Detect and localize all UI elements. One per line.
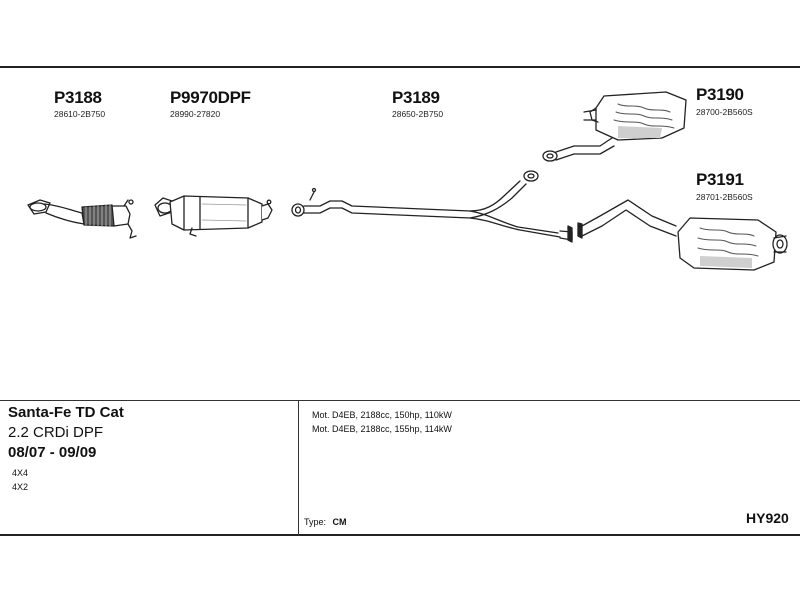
type-label: Type: (304, 517, 327, 527)
info-divider-horizontal (0, 400, 800, 401)
engine-spec-2: Mot. D4EB, 2188cc, 155hp, 114kW (312, 424, 452, 434)
part-ref-p3188: 28610-2B750 (54, 109, 106, 119)
vehicle-years: 08/07 - 09/09 (8, 444, 97, 461)
part-code-p3188: P3188 (54, 88, 102, 107)
part-ref-p3189: 28650-2B750 (392, 109, 444, 119)
diagram-code: HY920 (746, 510, 789, 526)
rear-muffler-p3191 (567, 199, 788, 271)
part-code-p9970dpf: P9970DPF (170, 88, 251, 107)
rear-muffler-p3190 (542, 91, 687, 162)
engine-spec-1: Mot. D4EB, 2188cc, 150hp, 110kW (312, 410, 452, 420)
diagram-frame (0, 66, 800, 536)
type-field: Type: CM (304, 517, 347, 527)
dpf-p9970dpf (154, 195, 273, 237)
part-ref-p3191: 28701-2B560S (696, 192, 753, 202)
intermediate-pipe-p3189 (291, 170, 573, 241)
part-ref-p9970dpf: 28990-27820 (170, 109, 221, 119)
drive-type-4x2: 4X2 (12, 482, 29, 492)
part-code-p3190: P3190 (696, 85, 744, 104)
type-value: CM (332, 517, 347, 527)
info-divider-vertical (298, 400, 299, 536)
exhaust-system-diagram (27, 91, 788, 271)
front-pipe-p3188 (27, 199, 137, 239)
vehicle-engine: 2.2 CRDi DPF (8, 424, 104, 441)
vehicle-model: Santa-Fe TD Cat (8, 404, 124, 421)
part-code-p3189: P3189 (392, 88, 440, 107)
drive-type-4x4: 4X4 (12, 468, 29, 478)
part-ref-p3190: 28700-2B560S (696, 107, 753, 117)
part-code-p3191: P3191 (696, 170, 744, 189)
